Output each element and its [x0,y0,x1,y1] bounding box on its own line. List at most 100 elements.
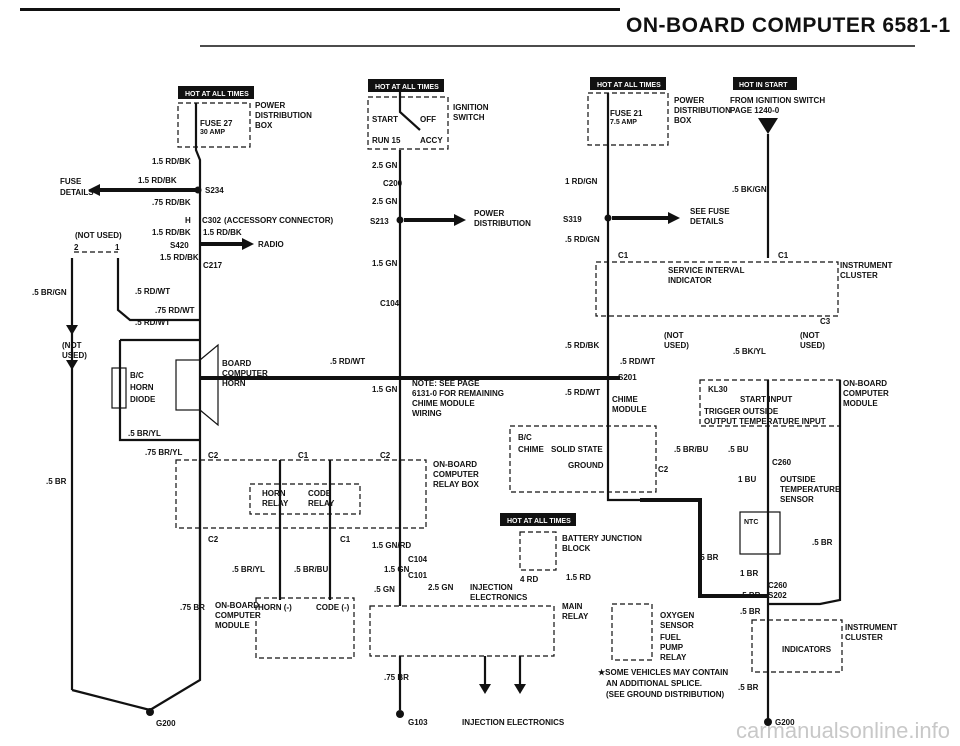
diagram-label: CLUSTER [840,271,878,280]
diagram-label: DIODE [130,395,156,404]
diagram-label: INJECTION ELECTRONICS [462,718,565,727]
diagram-label: .5 RD/BK [565,341,599,350]
diagram-label: G200 [775,718,795,727]
diagram-label: COMPUTER [843,389,889,398]
diagram-label: .5 BR [46,477,67,486]
diagram-label: START [372,115,398,124]
diagram-label: S202 [768,591,787,600]
diagram-label: DISTRIBUTION [674,106,731,115]
diagram-label: .5 BU [728,445,749,454]
diagram-label: .5 GN [374,585,395,594]
diagram-label: .5 BR [698,553,719,562]
diagram-label: .5 RD/WT [135,287,170,296]
diagram-label: ★SOME VEHICLES MAY CONTAIN [598,668,728,677]
diagram-label: MAIN [562,602,583,611]
diagram-label: H [185,216,191,225]
diagram-label: RELAY [660,653,687,662]
diagram-label: CLUSTER [845,633,883,642]
diagram-label: C1 [298,451,309,460]
diagram-label: 1.5 GN [372,259,398,268]
fuse27-box [177,102,251,148]
diagram-label: .75 RD/BK [152,198,191,207]
diagram-label: C1 [340,535,351,544]
diagram-label: FUEL [660,633,681,642]
diagram-label: C260 [768,581,788,590]
diagram-label: .5 BR/BU [294,565,328,574]
diagram-label: .5 BR [738,683,759,692]
diagram-label: C101 [408,571,428,580]
tag-hot-1: HOT AT ALL TIMES [178,86,254,99]
diagram-label: .5 BK/YL [733,347,766,356]
diagram-label: SERVICE INTERVAL [668,266,745,275]
diagram-label: 1 RD/GN [565,177,598,186]
diagram-label: S319 [563,215,582,224]
diagram-label: GROUND [568,461,604,470]
diagram-label: (SEE GROUND DISTRIBUTION) [606,690,725,699]
diagram-label: C200 [383,179,403,188]
diagram-label: DETAILS [60,188,94,197]
diagram-label: S234 [205,186,224,195]
diagram-label: TRIGGER OUTSIDE [704,407,779,416]
diagram-label: PAGE 1240-0 [730,106,780,115]
diagram-label: .75 BR [180,603,205,612]
diagram-label: ELECTRONICS [470,593,528,602]
diagram-label: (ACCESSORY CONNECTOR) [224,216,334,225]
page-title: ON-BOARD COMPUTER 6581-1 [626,14,951,37]
diagram-label: 1 [115,243,120,252]
diagram-label: BOX [255,121,273,130]
diagram-label: .5 BK/GN [732,185,767,194]
watermark: carmanualsonline.info [735,718,950,743]
diagram-label: .5 BR/YL [232,565,265,574]
diagram-label: RELAY [562,612,589,621]
diagram-label: .5 RD/WT [620,357,655,366]
diagram-label: 1.5 RD/BK [203,228,242,237]
diagram-label: OUTPUT TEMPERATURE INPUT [704,417,826,426]
diagram-label: ON-BOARD [215,601,259,610]
diagram-label: 1.5 RD/BK [160,253,199,262]
tag-hot-4: HOT AT ALL TIMES [500,513,576,526]
diagram-label: BLOCK [562,544,591,553]
diagram-label: BOARD [222,359,252,368]
diagram-label: INJECTION [470,583,513,592]
diagram-label: CHIME [518,445,544,454]
diagram-label: INSTRUMENT [845,623,898,632]
diagram-label: HOT AT ALL TIMES [507,518,571,525]
diagram-label: 1 BU [738,475,756,484]
diagram-label: OFF [420,115,436,124]
diagram-label: HOT IN START [739,82,788,89]
diagram-label: WIRING [412,409,442,418]
diagram-label: SWITCH [453,113,485,122]
diagram-label: INDICATORS [782,645,832,654]
diagram-label: ACCY [420,136,443,145]
diagram-label: 1.5 RD/BK [152,157,191,166]
diagram-label: 7.5 AMP [610,119,637,126]
diagram-label: COMPUTER [222,369,268,378]
diagram-label: 1.5 RD [566,573,591,582]
diagram-label: CODE (-) [316,603,350,612]
diagram-label: (NOT [664,331,684,340]
diagram-label: .75 RD/WT [155,306,195,315]
diagram-label: INSTRUMENT [840,261,893,270]
diagram-label: START INPUT [740,395,792,404]
diagram-label: 1.5 GN [372,385,398,394]
diagram-label: PUMP [660,643,684,652]
diagram-label: .75 BR [384,673,409,682]
diagram-label: (NOT USED) [75,231,122,240]
diagram-label: .5 BR [812,538,833,547]
diagram-label: C260 [772,458,792,467]
diagram-label: CODE [308,489,332,498]
diagram-label: B/C [130,371,144,380]
diagram-label: (NOT [800,331,820,340]
diagram-label: SOLID STATE [551,445,603,454]
diagram-label: C302 [202,216,222,225]
diagram-label: .5 RD/WT [135,318,170,327]
diagram-label: C1 [778,251,789,260]
diagram-label: BATTERY JUNCTION [562,534,642,543]
diagram-label: S201 [618,373,637,382]
diagram-label: CHIME [612,395,638,404]
diagram-label: COMPUTER [433,470,479,479]
diagram-label: BOX [674,116,692,125]
diagram-label: COMPUTER [215,611,261,620]
diagram-label: DETAILS [690,217,724,226]
diagram-label: S420 [170,241,189,250]
